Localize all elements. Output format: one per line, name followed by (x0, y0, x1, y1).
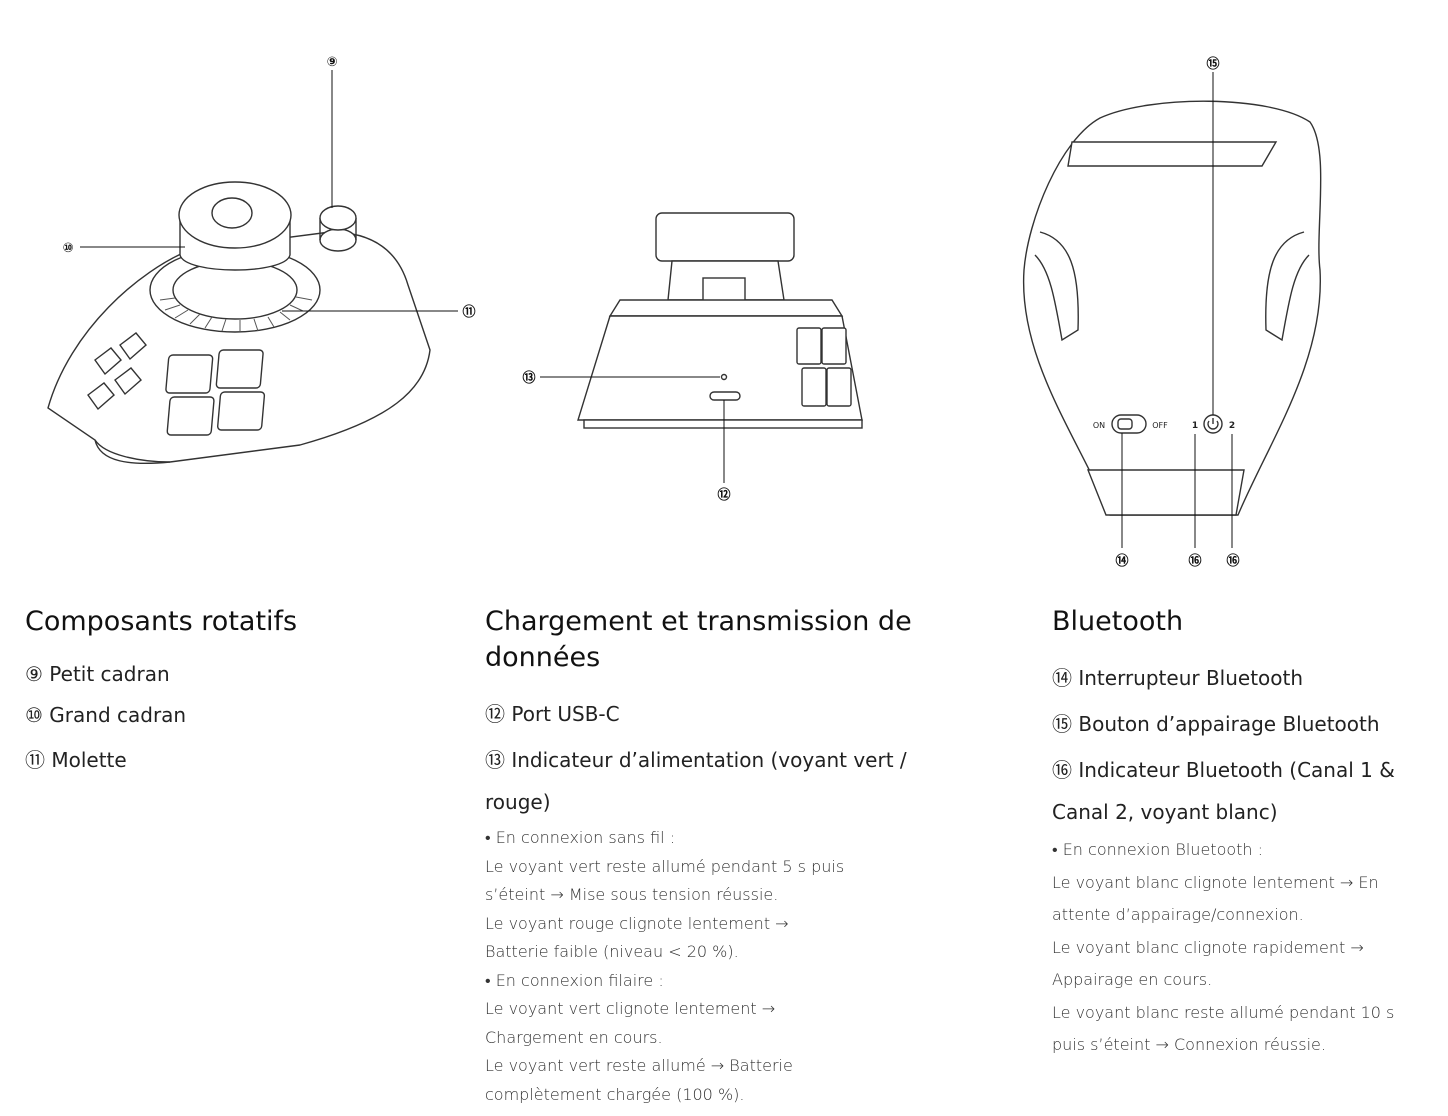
channel-2-label: 2 (1229, 421, 1235, 431)
note-line: attente d’appairage/connexion. (1052, 905, 1304, 924)
callout-16-channel-2: ⑯ (1226, 553, 1239, 569)
charging-item-power-indicator-cont: rouge) (485, 790, 551, 814)
charging-section: Chargement et transmission de données ⑫ … (485, 604, 935, 1109)
callout-16-channel-1: ⑯ (1188, 553, 1201, 569)
note-line: Chargement en cours. (485, 1027, 663, 1047)
note-line: Le voyant blanc clignote rapidement → (1052, 937, 1364, 957)
bluetooth-title: Bluetooth (1052, 606, 1184, 637)
charging-item-usb-port: ⑫ Port USB-C (485, 702, 620, 726)
bluetooth-item-switch: ⑭ Interrupteur Bluetooth (1052, 666, 1304, 690)
note-line: • En connexion filaire : (485, 970, 664, 990)
note-line: Le voyant rouge clignote lentement → (485, 913, 789, 933)
charging-notes: • En connexion sans fil : Le voyant vert… (485, 824, 935, 1109)
note-line: complètement chargée (100 %). (485, 1084, 745, 1104)
rotary-title: Composants rotatifs (25, 606, 298, 637)
note-line: Le voyant vert reste allumé → Batterie (485, 1056, 793, 1075)
channel-1-label: 1 (1192, 421, 1198, 431)
rotary-item-wheel: ⑪ Molette (25, 748, 127, 772)
power-symbol-icon (1207, 418, 1219, 430)
bluetooth-item-pair-button: ⑮ Bouton d’appairage Bluetooth (1052, 712, 1380, 736)
note-line: Batterie faible (niveau < 20 %). (485, 942, 739, 961)
bluetooth-section: Bluetooth ⑭ Interrupteur Bluetooth ⑮ Bou… (1052, 604, 1432, 1062)
note-line: Le voyant blanc reste allumé pendant 10 … (1052, 1002, 1395, 1022)
bluetooth-notes: • En connexion Bluetooth : Le voyant bla… (1052, 834, 1432, 1062)
callout-13: ⑬ (522, 370, 535, 386)
device-illustrations: ⑨ ⑩ ⑪ ⑬ ⑫ ON OFF 1 2 (47, 55, 1322, 569)
rotary-item-large-dial: ⑩ Grand cadran (25, 703, 187, 727)
callout-11: ⑪ (462, 304, 475, 320)
note-line: s’éteint → Mise sous tension réussie. (485, 885, 779, 904)
device-side-drawing (577, 212, 863, 429)
rotary-item-small-dial: ⑨ Petit cadran (25, 662, 170, 686)
note-line: Le voyant vert reste allumé pendant 5 s … (485, 856, 845, 876)
rotary-section: Composants rotatifs ⑨ Petit cadran ⑩ Gra… (25, 604, 445, 773)
switch-on-label: ON (1093, 421, 1105, 430)
note-line: Le voyant vert clignote lentement → (485, 999, 776, 1018)
callout-15: ⑮ (1206, 56, 1219, 72)
device-bottom-drawing (1022, 100, 1322, 516)
note-line: • En connexion Bluetooth : (1052, 840, 1264, 859)
note-line: Appairage en cours. (1052, 970, 1213, 989)
note-line: • En connexion sans fil : (485, 828, 676, 847)
switch-off-label: OFF (1152, 421, 1168, 430)
note-line: Le voyant blanc clignote lentement → En (1052, 872, 1379, 892)
callout-14: ⑭ (1115, 553, 1128, 569)
device-perspective-drawing (47, 181, 431, 465)
callout-10: ⑩ (62, 241, 73, 256)
bluetooth-item-indicator: ⑯ Indicateur Bluetooth (Canal 1 & (1052, 758, 1395, 782)
note-line: puis s’éteint → Connexion réussie. (1052, 1035, 1326, 1054)
callout-12: ⑫ (717, 487, 730, 503)
charging-title: Chargement et transmission de données (485, 606, 912, 673)
bluetooth-item-indicator-cont: Canal 2, voyant blanc) (1052, 800, 1278, 824)
charging-item-power-indicator: ⑬ Indicateur d’alimentation (voyant vert… (485, 748, 907, 772)
callout-9: ⑨ (326, 55, 337, 70)
